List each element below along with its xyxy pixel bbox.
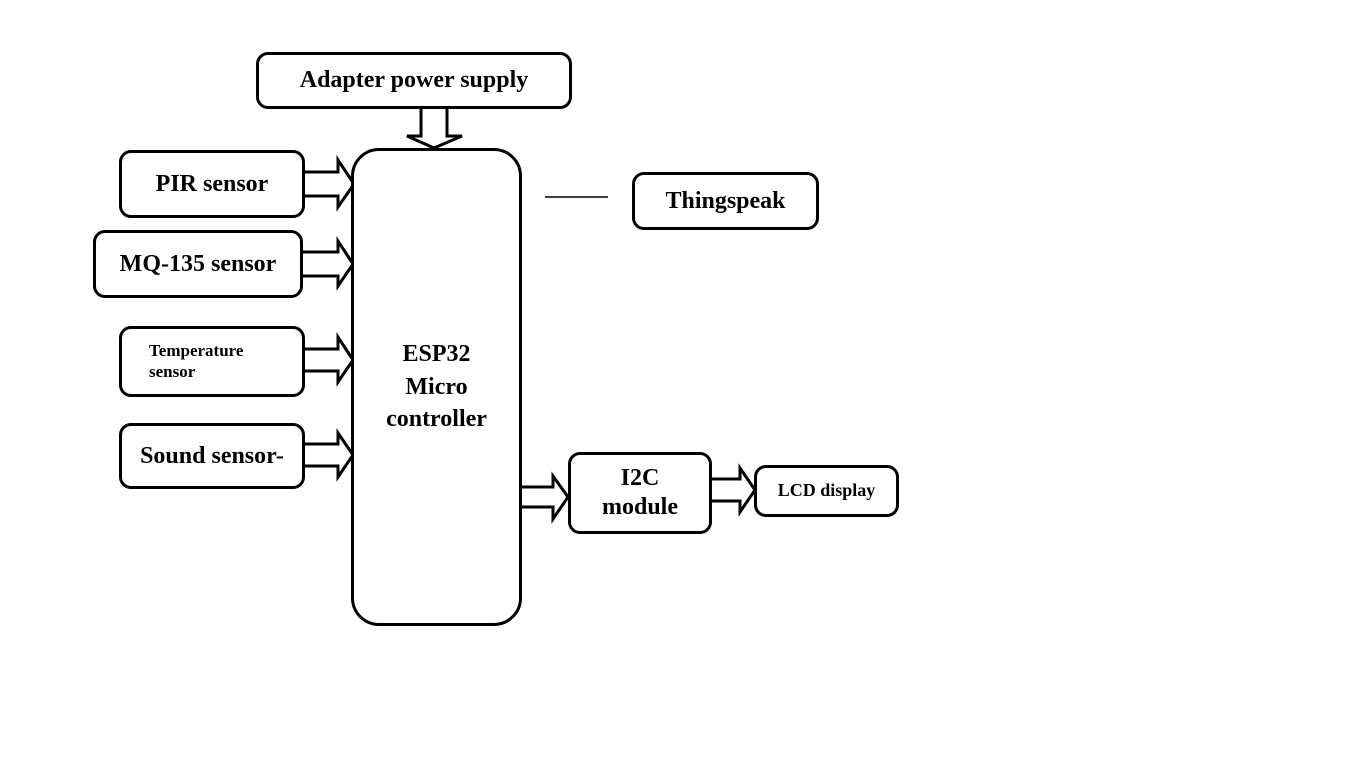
block-esp32-microcontroller: ESP32 Micro controller bbox=[351, 148, 522, 626]
arrow-pir-to-mcu bbox=[305, 155, 356, 212]
arrow-mq135-to-mcu bbox=[302, 235, 355, 291]
block-label: Thingspeak bbox=[665, 187, 786, 214]
block-label: PIR sensor bbox=[155, 170, 269, 197]
block-temperature-sensor: Temperature sensor bbox=[119, 326, 305, 397]
block-label: Sound sensor- bbox=[140, 442, 284, 469]
block-label: MQ-135 sensor bbox=[119, 250, 277, 277]
block-label: LCD display bbox=[777, 480, 876, 501]
i2c-label-line1: I2C bbox=[620, 465, 660, 492]
block-adapter-power-supply: Adapter power supply bbox=[256, 52, 572, 109]
block-lcd-display: LCD display bbox=[754, 465, 899, 517]
arrow-temperature-to-mcu bbox=[305, 331, 355, 387]
block-thingspeak: Thingspeak bbox=[632, 172, 819, 230]
block-i2c-module: I2C module bbox=[568, 452, 712, 534]
block-label-line1: Temperature bbox=[149, 341, 244, 361]
mcu-label-line1: ESP32 bbox=[402, 341, 471, 368]
i2c-label-line2: module bbox=[601, 494, 678, 520]
block-pir-sensor: PIR sensor bbox=[119, 150, 305, 218]
block-sound-sensor: Sound sensor- bbox=[119, 423, 305, 489]
block-label-line2: sensor bbox=[149, 361, 196, 381]
mcu-label-line2: Micro bbox=[405, 373, 468, 400]
block-label: Adapter power supply bbox=[299, 67, 529, 94]
mcu-label-line3: controller bbox=[386, 406, 487, 433]
arrow-sound-to-mcu bbox=[305, 428, 355, 482]
block-mq135-sensor: MQ-135 sensor bbox=[93, 230, 303, 298]
arrow-power-to-mcu bbox=[406, 108, 463, 150]
arrow-i2c-to-lcd bbox=[711, 463, 757, 517]
arrow-mcu-to-i2c bbox=[521, 471, 570, 524]
